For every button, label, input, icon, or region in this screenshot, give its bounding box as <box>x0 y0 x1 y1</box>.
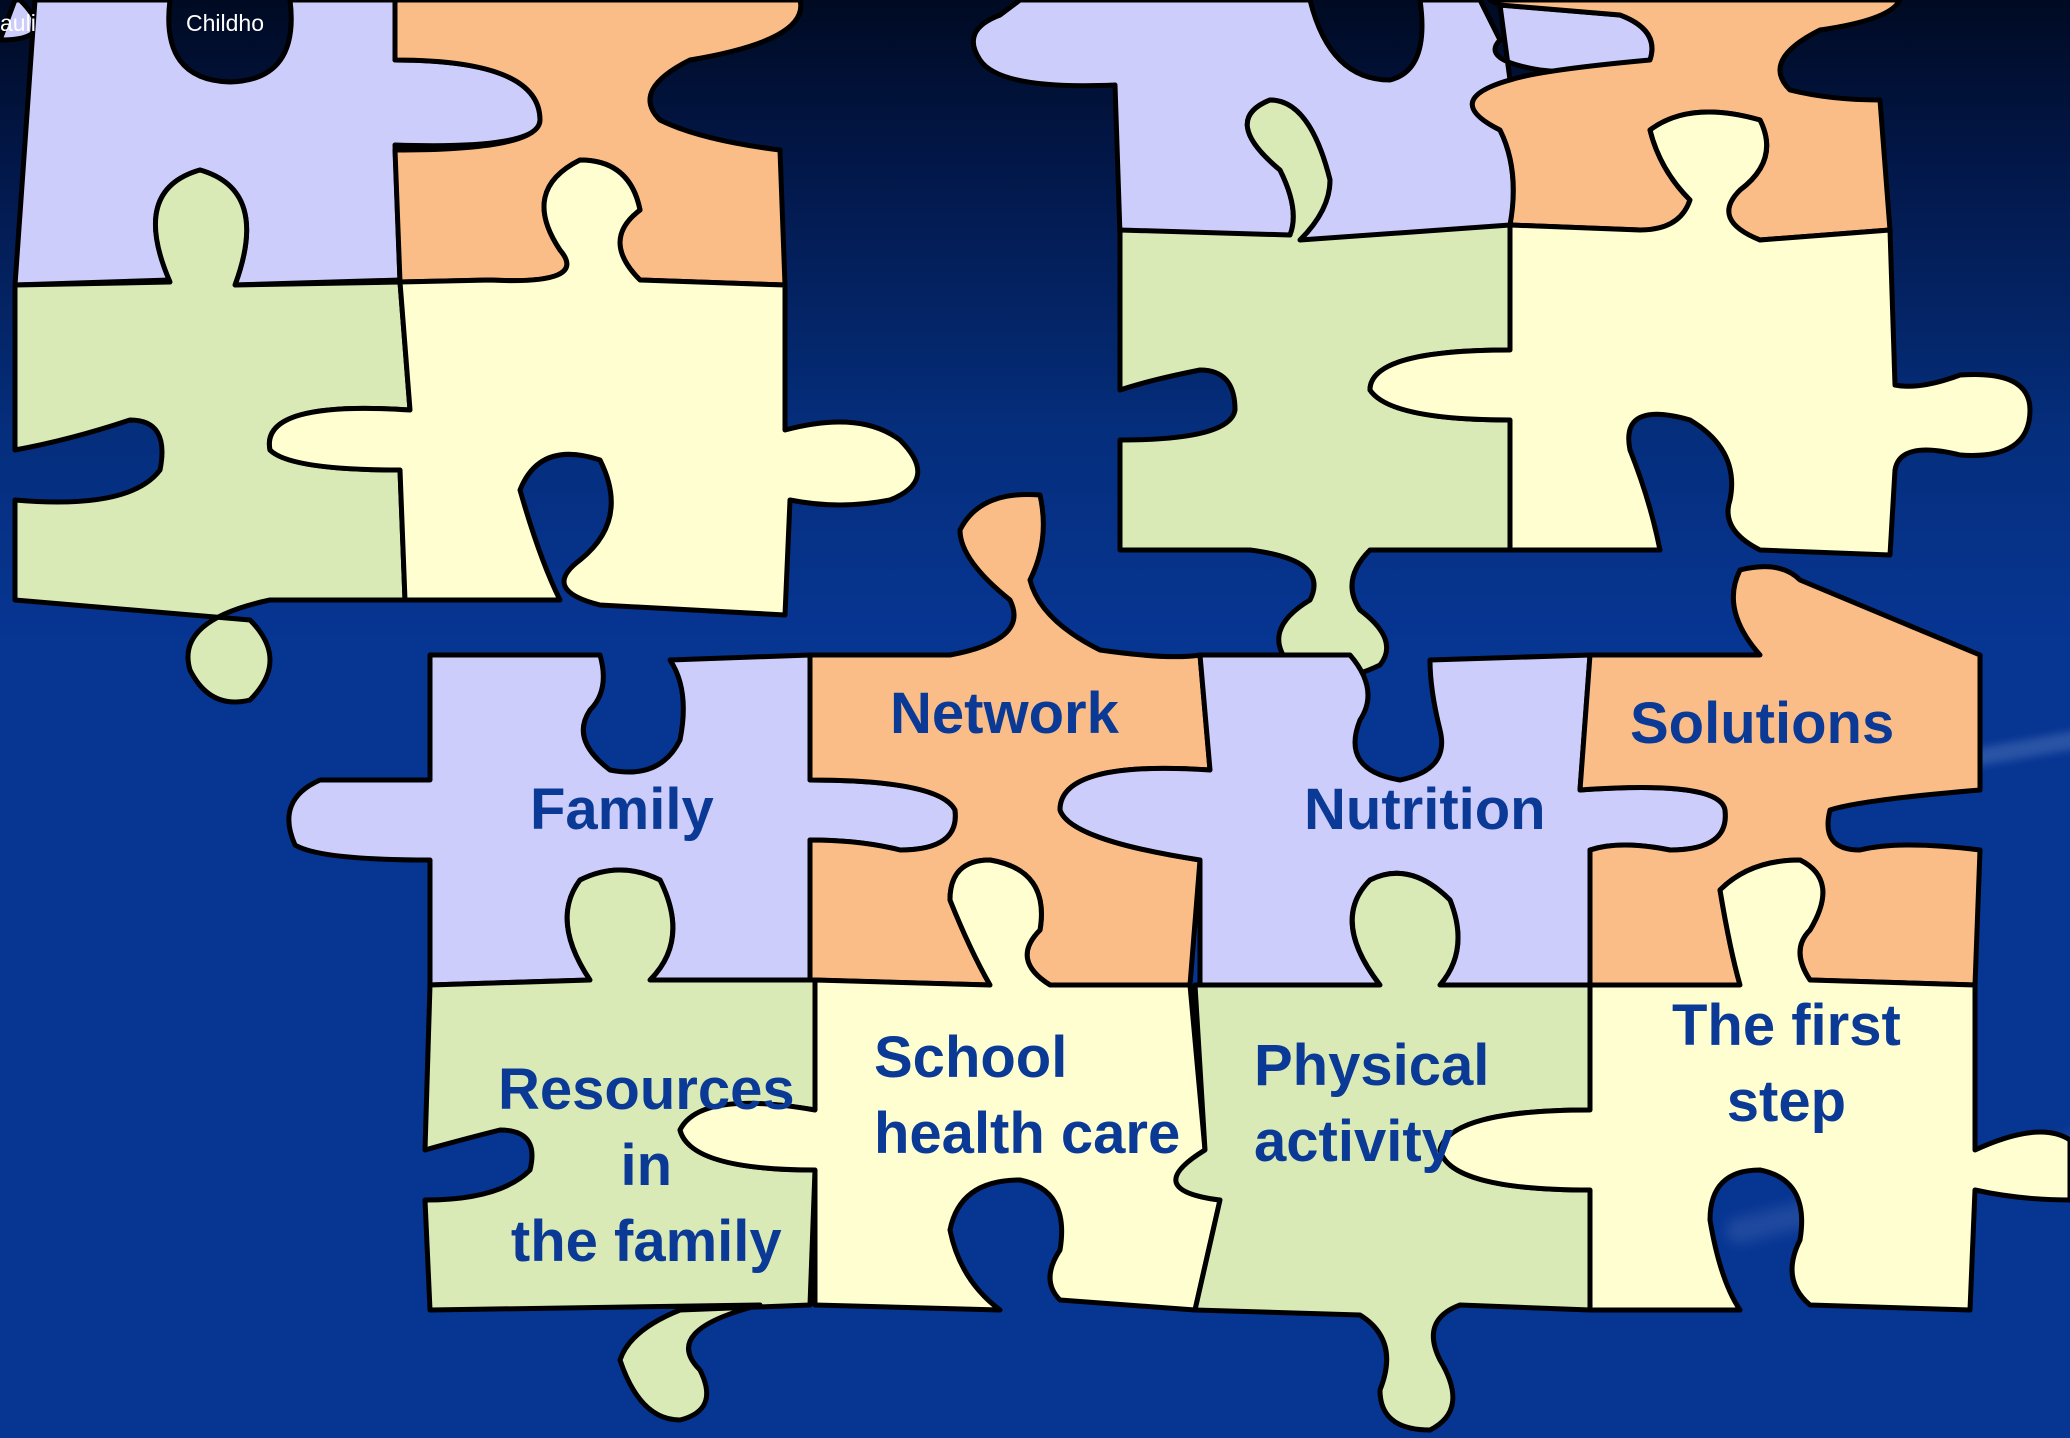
puzzle-piece <box>677 857 1223 1313</box>
piece-label-network: Network <box>890 681 1119 746</box>
piece-label-first-step: The first step <box>1672 993 1901 1134</box>
piece-label-school: School health care <box>874 1025 1181 1166</box>
piece-label-resources: Resources in the family <box>498 1057 795 1274</box>
puzzle-piece <box>1437 857 2070 1313</box>
header-fragment-left: auli <box>0 10 36 36</box>
piece-label-physical: Physical activity <box>1254 1033 1490 1174</box>
piece-label-family: Family <box>530 777 714 842</box>
piece-label-solutions: Solutions <box>1630 691 1895 756</box>
puzzle-piece <box>1117 97 1513 680</box>
puzzle-piece <box>422 867 818 1423</box>
puzzle-piece <box>1367 109 2033 558</box>
piece-label-nutrition: Nutrition <box>1304 777 1546 842</box>
puzzle-piece <box>12 167 413 705</box>
header-fragment-right: Childho <box>186 10 264 36</box>
puzzle-piece <box>266 157 921 618</box>
